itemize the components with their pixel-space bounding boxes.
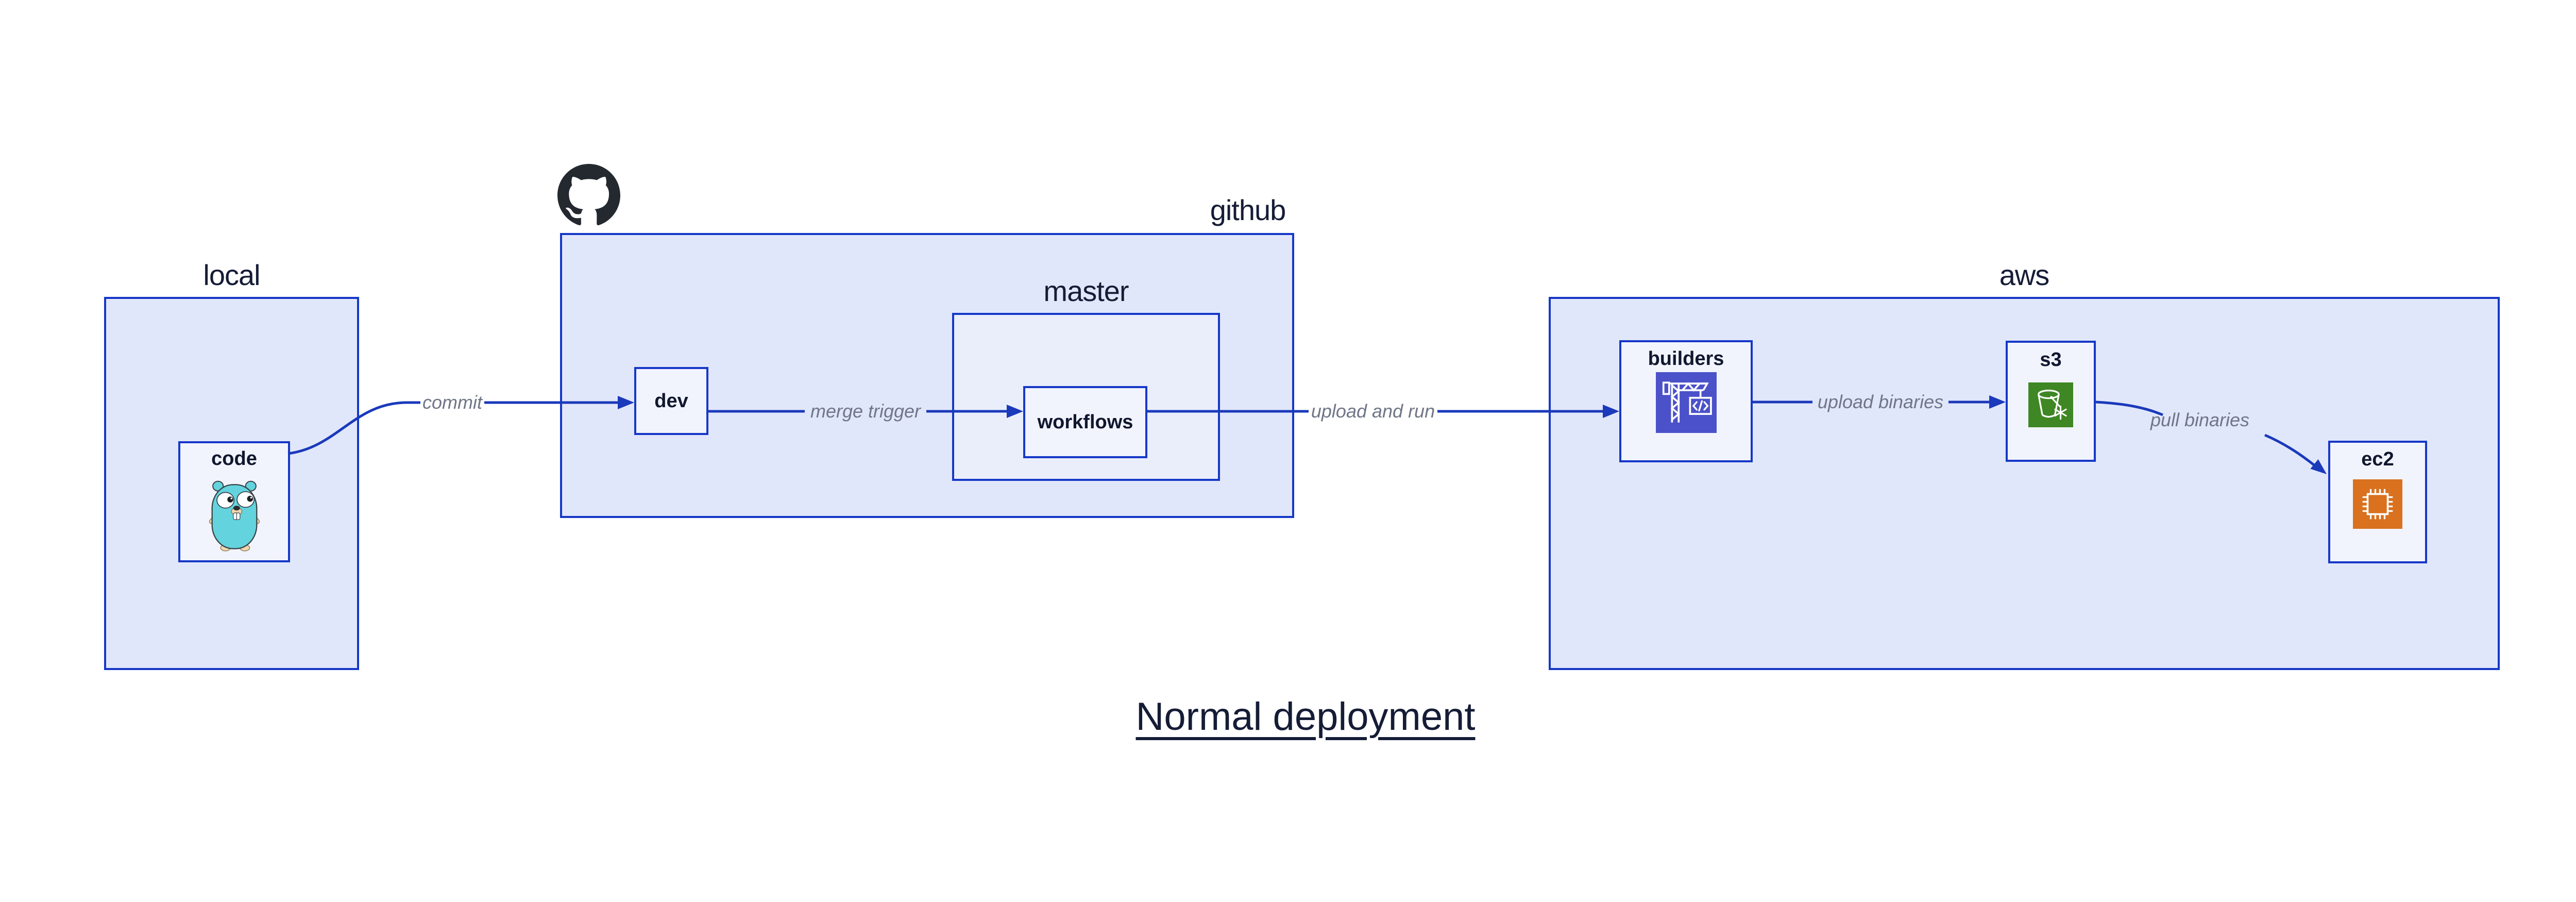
edge-label-pull-binaries: pull binaries	[2150, 409, 2250, 430]
github-octocat-icon	[557, 164, 620, 225]
node-label-code: code	[211, 448, 257, 470]
node-s3: s3	[2006, 341, 2096, 462]
edge-label-upload-binaries: upload binaries	[1817, 391, 1944, 412]
codebuild-crane-icon	[1655, 372, 1717, 433]
node-label-workflows: workflows	[1037, 411, 1133, 433]
node-label-dev: dev	[654, 390, 688, 412]
node-builders: builders	[1619, 340, 1753, 462]
node-workflows: workflows	[1023, 386, 1147, 458]
group-label-aws: aws	[1999, 259, 2050, 291]
node-label-s3: s3	[2040, 349, 2062, 371]
group-label-local: local	[203, 259, 260, 291]
group-label-github: github	[1210, 194, 1286, 226]
edge-label-merge-trigger: merge trigger	[810, 400, 921, 422]
node-code: code	[178, 441, 290, 562]
node-dev: dev	[634, 367, 708, 435]
diagram-title: Normal deployment	[1136, 695, 1476, 739]
edge-label-commit: commit	[422, 392, 482, 413]
node-label-builders: builders	[1648, 348, 1724, 370]
ec2-chip-icon	[2353, 479, 2402, 529]
s3-glacier-bucket-icon	[2028, 382, 2073, 427]
node-ec2: ec2	[2328, 441, 2427, 563]
edge-label-upload-and-run: upload and run	[1311, 400, 1435, 422]
go-gopher-icon	[209, 480, 260, 552]
node-label-ec2: ec2	[2361, 448, 2394, 470]
group-label-master: master	[1043, 275, 1129, 307]
